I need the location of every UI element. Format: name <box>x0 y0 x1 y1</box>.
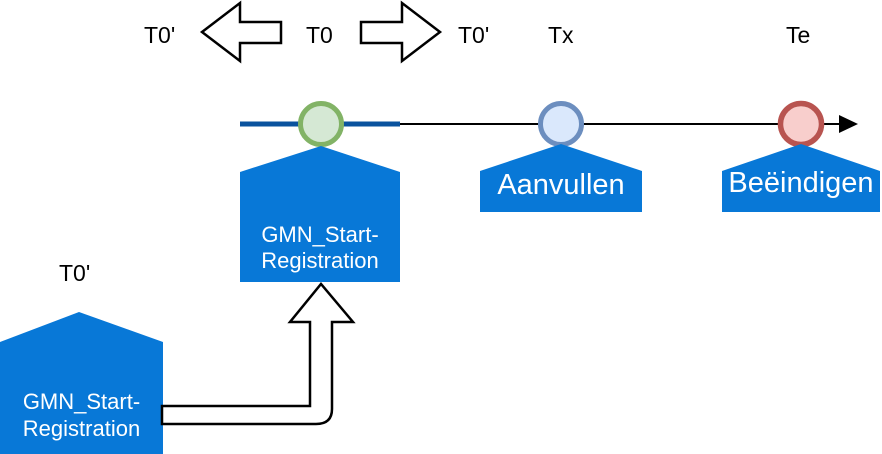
house-start-top-label-line1: GMN_Start- <box>261 222 379 247</box>
milestone-circle-t0 <box>298 101 344 147</box>
house-start-top-label-line2: Registration <box>261 248 379 273</box>
house-start-bottom-label: GMN_Start- Registration <box>0 388 163 442</box>
house-start-top <box>240 146 400 282</box>
timeline-arrowhead-icon <box>839 115 858 133</box>
block-arrow-right-icon <box>359 0 443 64</box>
bent-arrow-connector <box>160 282 356 426</box>
house-aanvullen-label: Aanvullen <box>497 169 625 201</box>
block-arrow-left-icon <box>199 0 283 64</box>
house-beeindigen-label: Beëindigen <box>728 167 874 199</box>
label-t0: T0 <box>306 22 333 48</box>
label-t0-prime-right: T0' <box>458 22 490 48</box>
milestone-circle-tx <box>538 101 584 147</box>
house-aanvullen <box>480 144 642 212</box>
house-start-bottom <box>0 312 163 454</box>
house-start-top-label: GMN_Start- Registration <box>240 222 400 274</box>
milestone-circle-te <box>777 100 825 148</box>
label-t0-prime-bottom: T0' <box>59 260 91 286</box>
house-start-bottom-label-line2: Registration <box>22 416 141 441</box>
label-tx: Tx <box>548 22 574 48</box>
house-beeindigen <box>722 144 880 212</box>
label-te: Te <box>786 22 811 48</box>
house-start-bottom-label-line1: GMN_Start- <box>22 389 141 414</box>
label-t0-prime-left: T0' <box>144 22 176 48</box>
